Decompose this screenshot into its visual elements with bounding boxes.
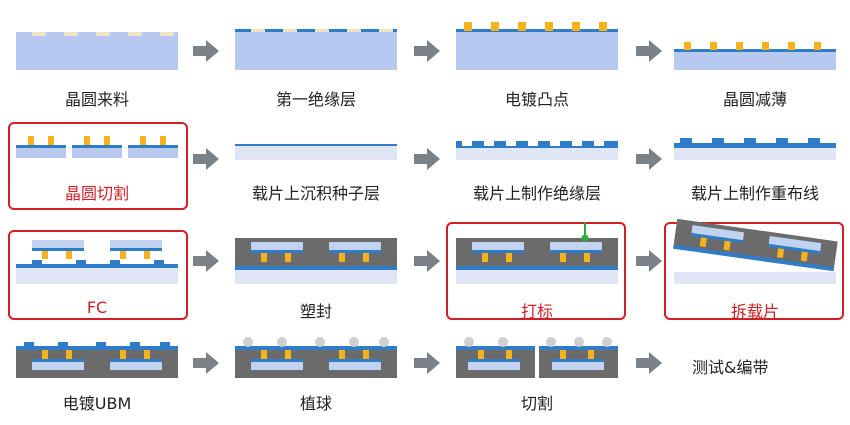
step-label: 电镀UBM <box>62 394 132 413</box>
highlight-frame <box>446 222 626 320</box>
step-label: 晶圆切割 <box>64 184 129 203</box>
step-label: 第一绝缘层 <box>275 90 356 109</box>
step-label: 植球 <box>299 394 332 413</box>
step-carrier-seed-layer: 载片上沉积种子层 <box>233 130 399 206</box>
right-arrow-icon <box>193 250 219 272</box>
right-arrow-icon <box>636 352 662 374</box>
step-label: 晶圆减薄 <box>722 90 787 109</box>
step-wafer-dicing: 晶圆切割 <box>14 130 180 206</box>
step-flip-chip: FC <box>14 236 180 317</box>
highlight-frame <box>664 222 844 320</box>
carrier-insulation-illustration <box>456 141 618 160</box>
step-label: 打标 <box>520 302 553 321</box>
step-label: 载片上制作绝缘层 <box>472 184 601 203</box>
molding-illustration <box>235 238 397 284</box>
singulation-illustration <box>456 337 618 378</box>
step-wafer-thinning: 晶圆减薄 <box>672 22 838 110</box>
step-label: 切割 <box>520 394 553 413</box>
highlight-frame <box>8 122 188 210</box>
wafer-thinning-illustration <box>674 42 836 70</box>
carrier-rdl-illustration <box>674 138 836 160</box>
flip-chip-illustration <box>16 240 178 284</box>
right-arrow-icon <box>193 148 219 170</box>
right-arrow-icon <box>636 148 662 170</box>
right-arrow-icon <box>414 352 440 374</box>
step-label: 载片上制作重布线 <box>690 184 819 203</box>
step-first-insulation-layer: 第一绝缘层 <box>233 22 399 110</box>
right-arrow-icon <box>414 40 440 62</box>
right-arrow-icon <box>414 250 440 272</box>
step-label: FC <box>86 298 108 317</box>
first-insulation-illustration <box>235 29 397 70</box>
step-label: 晶圆来料 <box>64 90 129 109</box>
step-label: 拆载片 <box>730 302 779 321</box>
marking-illustration <box>456 222 618 284</box>
step-label: 电镀凸点 <box>504 90 569 109</box>
step-carrier-redistribution-layer: 载片上制作重布线 <box>672 130 838 206</box>
carrier-removal-illustration <box>673 218 838 284</box>
step-label: 塑封 <box>299 302 332 321</box>
wafer-dicing-illustration <box>16 136 178 158</box>
step-molding: 塑封 <box>233 236 399 321</box>
step-test-and-tape: 测试&编带 <box>692 354 768 378</box>
step-singulation: 切割 <box>454 336 620 416</box>
highlight-frame <box>8 230 188 320</box>
right-arrow-icon <box>636 250 662 272</box>
carrier-seed-layer-illustration <box>235 144 397 160</box>
step-wafer-incoming: 晶圆来料 <box>14 22 180 110</box>
step-ubm-electroplating: 电镀UBM <box>14 336 180 416</box>
step-carrier-insulation-layer: 载片上制作绝缘层 <box>454 130 620 206</box>
step-ball-mounting: 植球 <box>233 336 399 416</box>
step-label: 载片上沉积种子层 <box>251 184 380 203</box>
step-marking: 打标 <box>454 222 620 321</box>
step-bump-electroplating: 电镀凸点 <box>454 22 620 110</box>
bump-electroplating-illustration <box>456 22 618 70</box>
ball-mounting-illustration <box>235 337 397 378</box>
ubm-electroplating-illustration <box>16 342 178 378</box>
step-label: 测试&编带 <box>692 358 769 377</box>
right-arrow-icon <box>193 352 219 374</box>
right-arrow-icon <box>414 148 440 170</box>
step-carrier-removal: 拆载片 <box>672 218 838 321</box>
right-arrow-icon <box>193 40 219 62</box>
right-arrow-icon <box>636 40 662 62</box>
wafer-incoming-illustration <box>16 32 178 70</box>
